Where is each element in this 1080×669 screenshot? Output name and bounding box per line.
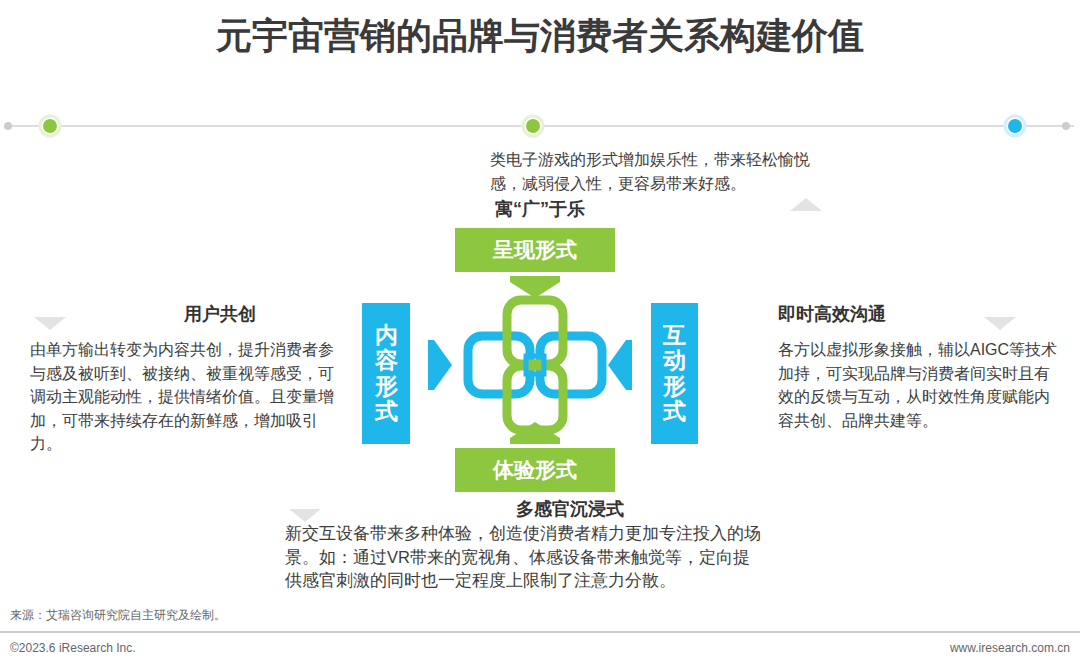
- arrow-right: [428, 340, 452, 390]
- title: 元宇宙营销的品牌与消费者关系构建价值: [0, 12, 1080, 61]
- bar-label: 内容形式: [375, 323, 398, 424]
- description: 由单方输出转变为内容共创，提升消费者参与感及被听到、被接纳、被重视等感受，可调动…: [30, 338, 348, 456]
- vertical-bar: 内容形式: [362, 303, 410, 444]
- heading: 用户共创: [140, 303, 300, 326]
- heading: 寓“广”于乐: [440, 198, 640, 221]
- description: 各方以虚拟形象接触，辅以AIGC等技术加持，可实现品牌与消费者间实时且有效的反馈…: [778, 338, 1060, 432]
- emblem: [468, 300, 602, 430]
- description: 新交互设备带来多种体验，创造使消费者精力更加专注投入的场景。如：通过VR带来的宽…: [285, 522, 763, 593]
- dot: [4, 122, 12, 130]
- copyright: ©2023.6 iResearch Inc.: [10, 640, 310, 656]
- dot: [523, 116, 543, 136]
- bar-label: 互动形式: [663, 323, 686, 424]
- description: 类电子游戏的形式增加娱乐性，带来轻松愉悦感，减弱侵入性，更容易带来好感。: [490, 148, 840, 196]
- website: www.iresearch.com.cn: [820, 640, 1070, 656]
- horizontal-bar: 体验形式: [455, 448, 615, 492]
- arrow-down: [510, 276, 560, 298]
- dot: [1008, 119, 1022, 133]
- vertical-bar: 互动形式: [651, 303, 698, 444]
- source-note: 来源：艾瑞咨询研究院自主研究及绘制。: [10, 607, 510, 623]
- bar-label: 体验形式: [493, 456, 577, 484]
- dot: [1062, 122, 1070, 130]
- pointer-triangle: [289, 509, 321, 522]
- arrow-left: [608, 340, 632, 390]
- dot: [526, 119, 540, 133]
- pointer-triangle: [34, 317, 66, 330]
- dot: [43, 119, 57, 133]
- horizontal-bar: 呈现形式: [455, 228, 615, 272]
- footer-rule: [0, 632, 1080, 633]
- bar-label: 呈现形式: [493, 236, 577, 264]
- heading: 多感官沉浸式: [490, 498, 650, 521]
- heading: 即时高效沟通: [778, 303, 978, 326]
- pointer-triangle: [984, 317, 1016, 330]
- pointer-triangle: [790, 198, 822, 211]
- dot: [40, 116, 60, 136]
- emblem-core: [526, 356, 544, 374]
- dot: [1005, 116, 1025, 136]
